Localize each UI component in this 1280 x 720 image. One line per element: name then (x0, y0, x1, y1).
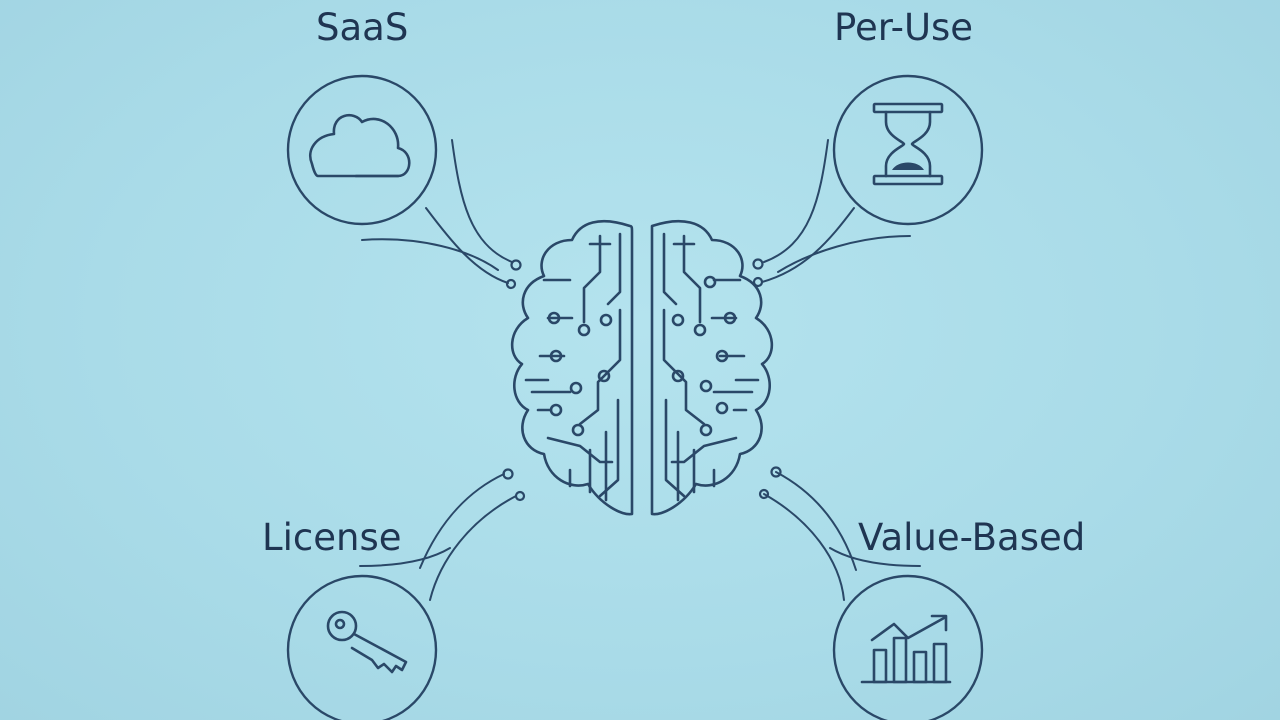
node-circle-value-based (832, 574, 984, 720)
node-label-per-use: Per-Use (834, 6, 974, 49)
connector-value-based (758, 466, 921, 601)
cloud-icon (309, 113, 411, 178)
connector-license (359, 468, 526, 601)
connector-saas (361, 139, 522, 290)
brain-circuit-icon (510, 219, 774, 516)
node-label-license: License (262, 516, 402, 559)
node-circle-license (286, 574, 438, 720)
key-icon (326, 610, 408, 674)
node-label-value-based: Value-Based (858, 516, 1086, 559)
node-circle-saas (286, 74, 438, 226)
node-label-saas: SaaS (316, 6, 409, 49)
node-circle-per-use (832, 74, 984, 226)
connector-per-use (752, 139, 911, 288)
hourglass-icon (872, 102, 944, 186)
growth-chart-icon (860, 614, 952, 684)
